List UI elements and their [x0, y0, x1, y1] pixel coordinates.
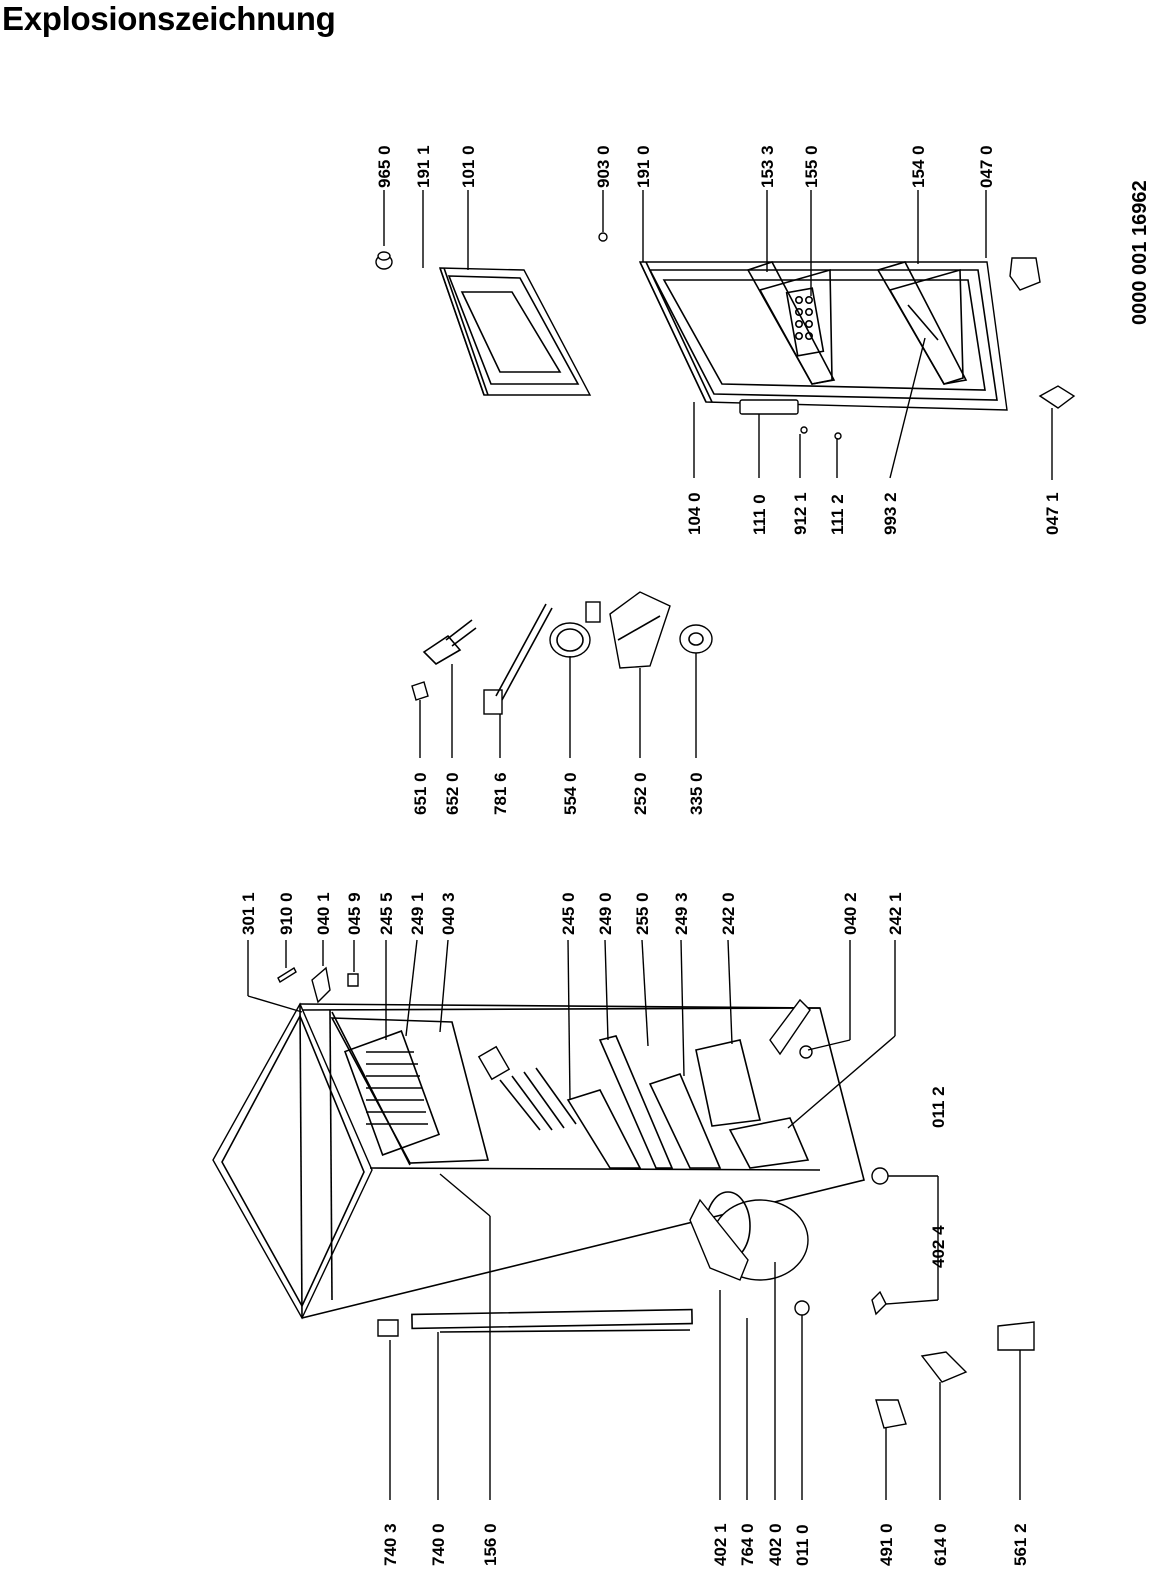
- part-label-614-0: 614 0: [931, 1523, 950, 1566]
- part-label-764-0: 764 0: [738, 1523, 757, 1566]
- part-label-156-0: 156 0: [481, 1523, 500, 1566]
- part-label-104-0: 104 0: [685, 492, 704, 535]
- part-label-651-0: 651 0: [411, 772, 430, 815]
- part-label-111-2: 111 2: [828, 494, 847, 535]
- part-label-242-0: 242 0: [719, 892, 738, 935]
- part-label-242-1: 242 1: [886, 892, 905, 935]
- part-number-labels: 965 0 191 1 101 0 903 0 191 0 153 3 155 …: [239, 145, 1062, 1566]
- part-label-402-1: 402 1: [711, 1523, 730, 1566]
- part-label-652-0: 652 0: [443, 772, 462, 815]
- leader-lines: [247, 190, 1053, 1500]
- part-label-781-6: 781 6: [491, 772, 510, 815]
- page-title: Explosionszeichnung: [2, 0, 336, 37]
- part-label-402-4: 402 4: [929, 1225, 948, 1268]
- part-label-040-1: 040 1: [314, 892, 333, 935]
- part-label-249-3: 249 3: [672, 892, 691, 935]
- part-label-245-0: 245 0: [559, 892, 578, 935]
- part-label-910-0: 910 0: [277, 892, 296, 935]
- part-label-011-0: 011 0: [793, 1524, 812, 1566]
- part-label-301-1: 301 1: [239, 892, 258, 935]
- main-door-panel: [598, 232, 1076, 440]
- part-label-335-0: 335 0: [687, 772, 706, 815]
- part-label-255-0: 255 0: [633, 892, 652, 935]
- part-label-154-0: 154 0: [909, 145, 928, 188]
- part-label-191-1: 191 1: [414, 145, 433, 188]
- part-label-249-1: 249 1: [408, 892, 427, 935]
- part-label-491-0: 491 0: [877, 1523, 896, 1566]
- knob-965: [375, 251, 393, 270]
- part-label-740-0: 740 0: [429, 1523, 448, 1566]
- part-label-155-0: 155 0: [802, 145, 821, 188]
- part-label-040-3: 040 3: [439, 892, 458, 935]
- part-label-252-0: 252 0: [631, 772, 650, 815]
- part-label-993-2: 993 2: [881, 492, 900, 535]
- part-label-191-0: 191 0: [634, 145, 653, 188]
- part-label-111-0: 111 0: [750, 494, 769, 535]
- part-label-101-0: 101 0: [459, 145, 478, 188]
- part-label-965-0: 965 0: [375, 145, 394, 188]
- part-label-011-2: 011 2: [929, 1086, 948, 1128]
- part-label-561-2: 561 2: [1011, 1523, 1030, 1566]
- part-label-249-0: 249 0: [596, 892, 615, 935]
- document-number: 0000 001 16962: [1129, 180, 1151, 325]
- part-label-040-2: 040 2: [841, 892, 860, 935]
- part-label-402-0: 402 0: [766, 1523, 785, 1566]
- part-label-047-0: 047 0: [977, 145, 996, 188]
- part-label-245-5: 245 5: [377, 892, 396, 935]
- part-label-912-1: 912 1: [791, 492, 810, 535]
- part-label-045-9: 045 9: [345, 892, 364, 935]
- part-label-047-1: 047 1: [1043, 492, 1062, 535]
- part-label-554-0: 554 0: [561, 772, 580, 815]
- freezer-door-panel: [439, 267, 592, 396]
- thermostat-parts: [411, 591, 713, 715]
- refrigerator-cabinet: [212, 966, 1035, 1429]
- part-label-153-3: 153 3: [758, 145, 777, 188]
- part-label-903-0: 903 0: [594, 145, 613, 188]
- part-label-740-3: 740 3: [381, 1523, 400, 1566]
